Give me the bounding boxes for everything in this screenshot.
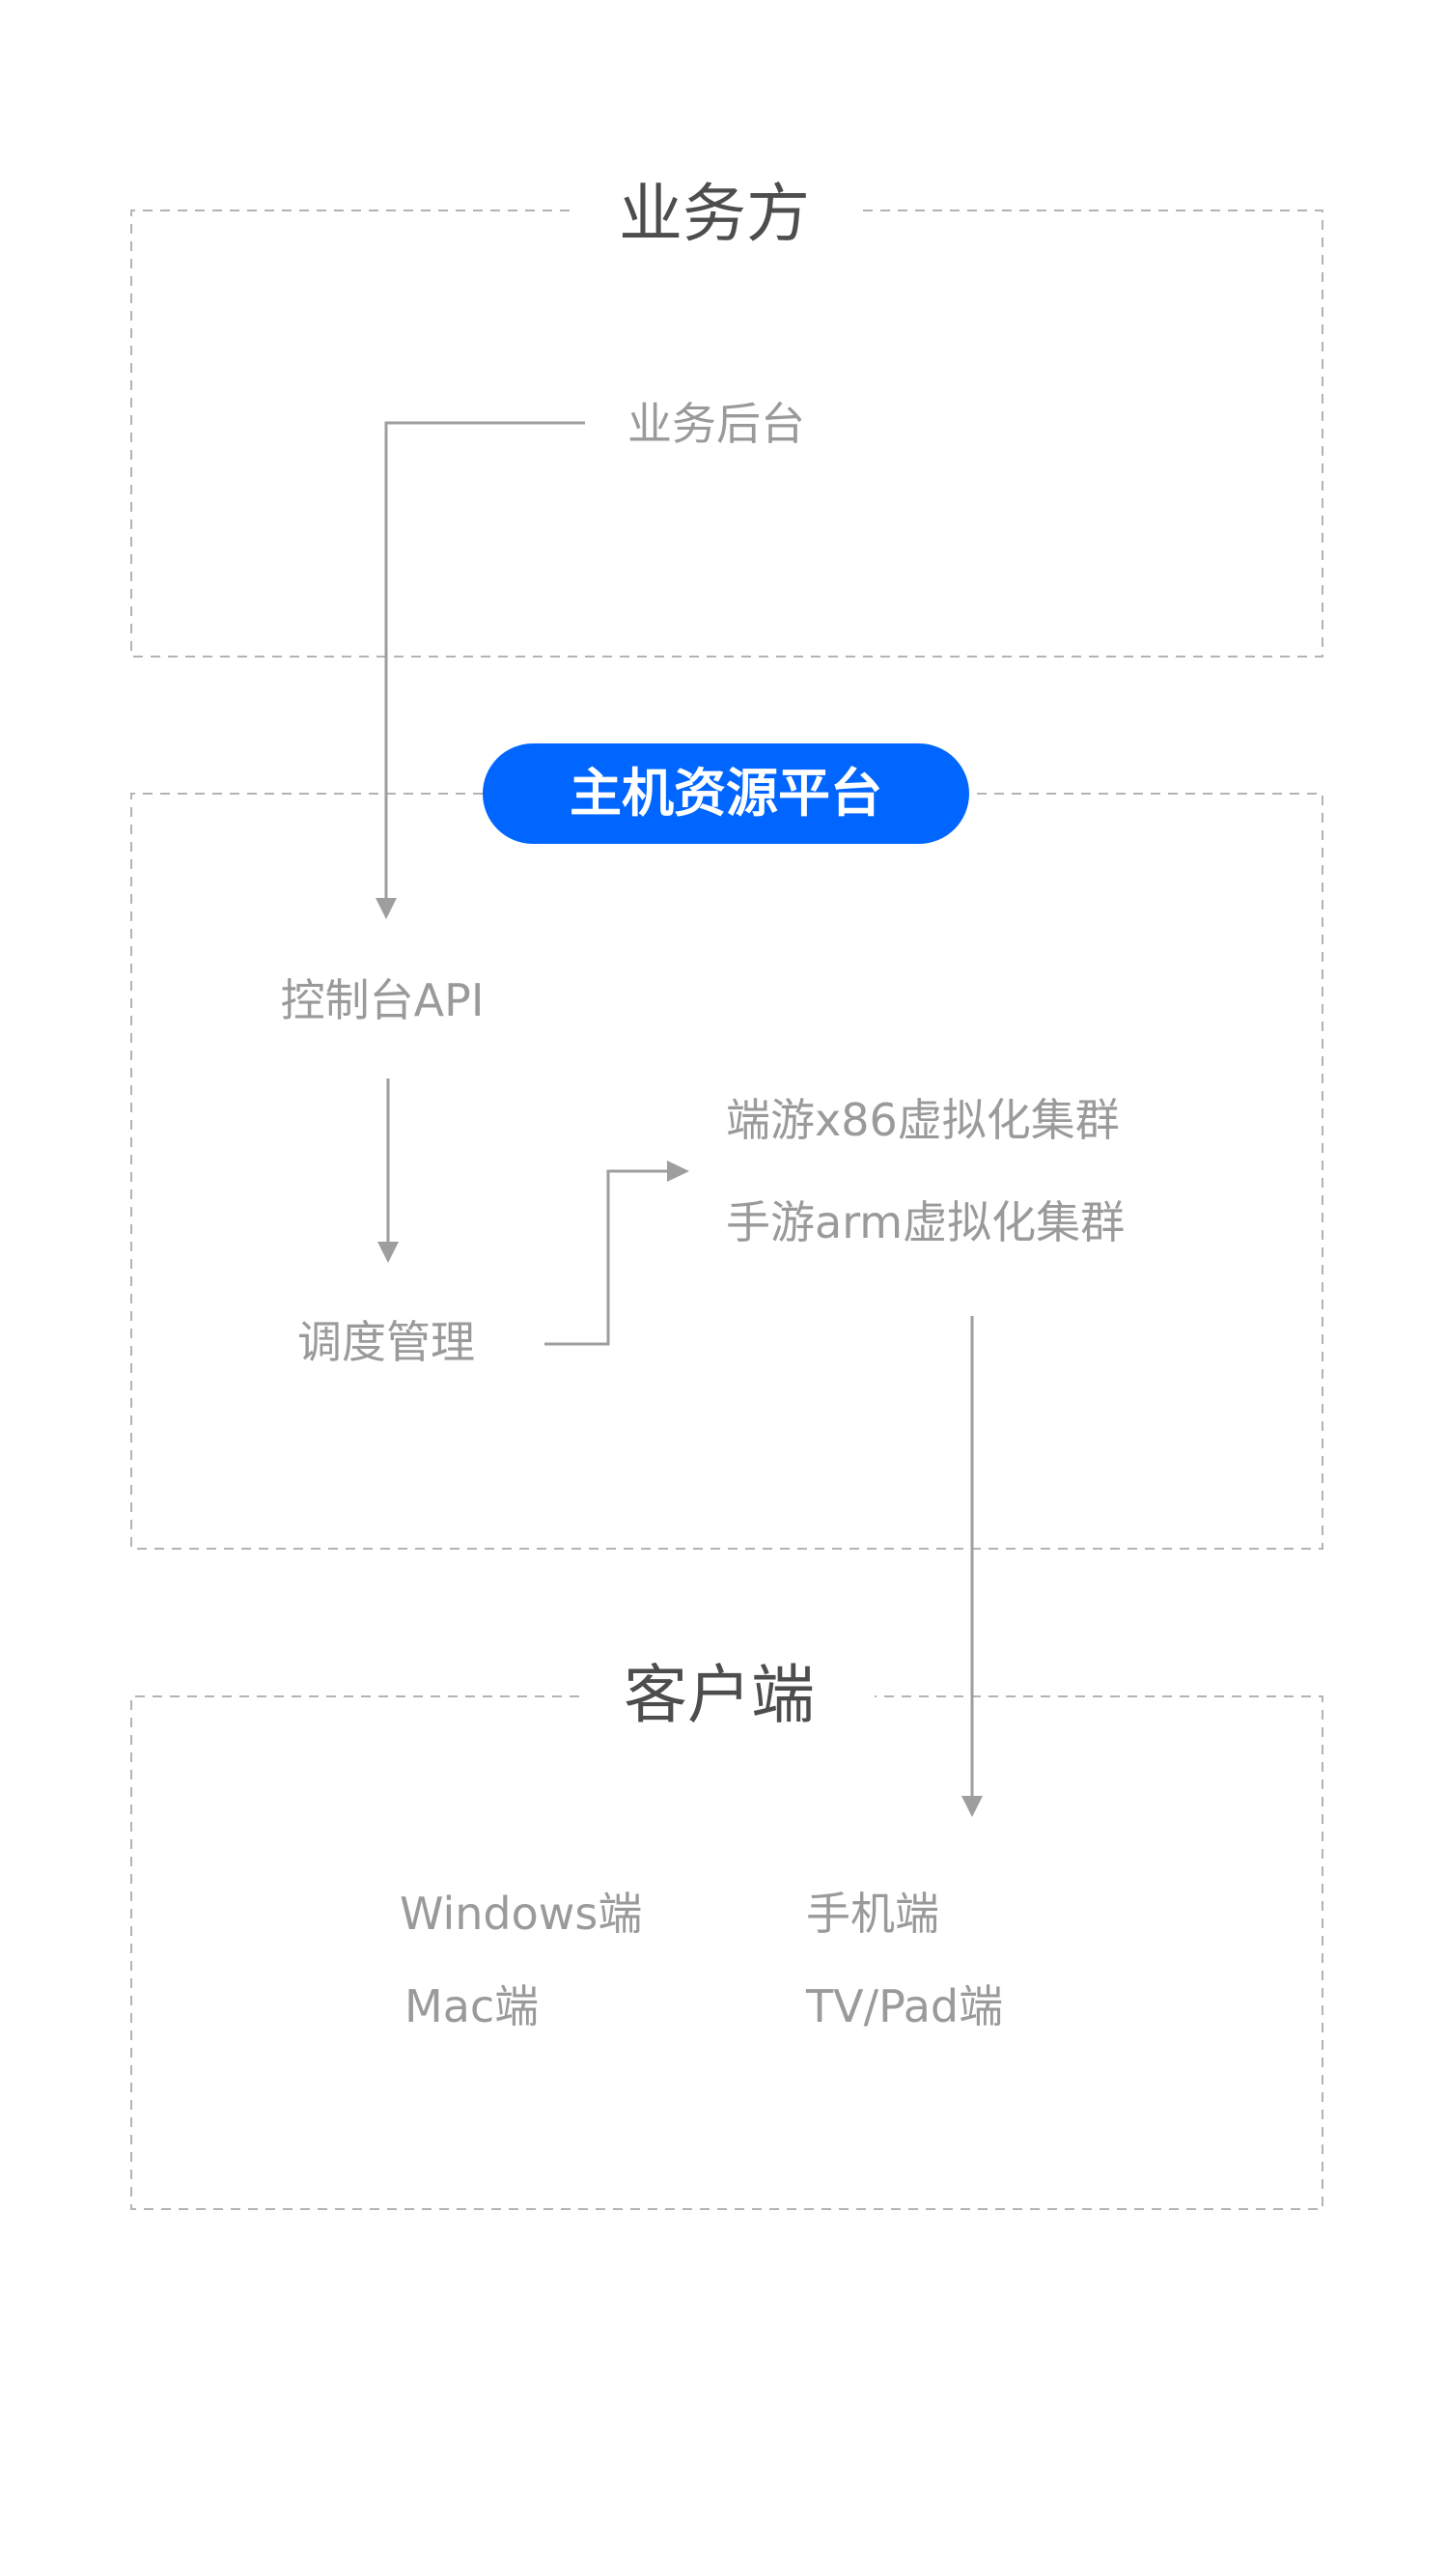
node-phone-client: 手机端: [806, 1888, 939, 1940]
client-group: 客户端: [130, 1658, 1323, 2210]
business-group-box: [130, 210, 1323, 658]
edge-backend-to-console: [376, 421, 585, 919]
arrowhead: [667, 1161, 689, 1182]
node-scheduling: 调度管理: [297, 1316, 475, 1368]
client-group-box: [130, 1695, 1323, 2210]
business-group: 业务方: [130, 177, 1323, 658]
edge-clusters-to-clients: [961, 1316, 983, 1817]
node-mobile-cluster: 手游arm虚拟化集群: [726, 1196, 1125, 1248]
platform-group-box: [130, 793, 1323, 1550]
client-group-title: 客户端: [624, 1658, 815, 1732]
edge-console-to-scheduling: [377, 1078, 399, 1263]
node-console-api: 控制台API: [281, 974, 485, 1026]
node-windows-client: Windows端: [400, 1888, 642, 1940]
business-group-title: 业务方: [619, 177, 810, 251]
platform-badge: [483, 743, 969, 844]
node-pc-cluster: 端游x86虚拟化集群: [726, 1094, 1120, 1146]
platform-badge-label: 主机资源平台: [570, 763, 882, 824]
node-tv-pad-client: TV/Pad端: [805, 1980, 1003, 2032]
arrowhead: [961, 1796, 983, 1817]
edge-scheduling-to-clusters: [544, 1161, 689, 1346]
arrowhead: [376, 898, 397, 919]
node-business-backend: 业务后台: [627, 398, 805, 450]
node-mac-client: Mac端: [404, 1980, 539, 2032]
platform-group: 主机资源平台: [130, 743, 1323, 1550]
arrowhead: [377, 1242, 399, 1263]
